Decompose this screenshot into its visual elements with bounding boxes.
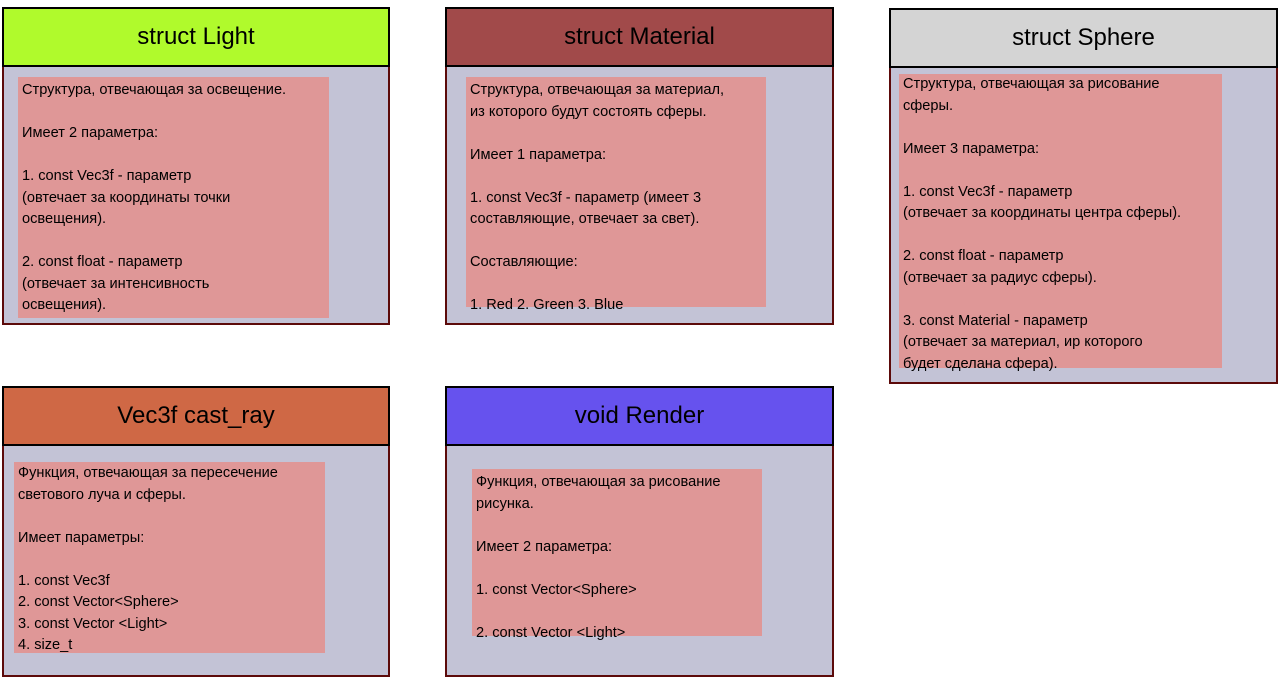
note-line: 3. const Material - параметр (отвечает з… [903,312,1143,372]
card-title-castray: Vec3f cast_ray [117,402,275,429]
card-header-castray: Vec3f cast_ray [2,386,390,446]
card-struct-sphere: struct Sphere Структура, отвечающая за р… [889,8,1278,384]
card-title-render: void Render [574,402,705,429]
card-header-light: struct Light [2,7,390,67]
note-line: Имеет 2 параметра: [476,538,613,555]
note-line: 1. const Vec3f 2. const Vector<Sphere> 3… [18,572,179,654]
note-line: 2. const float - параметр (отвечает за и… [22,254,210,313]
note-line: 1. Red 2. Green 3. Blue [470,297,624,313]
note-sphere: Структура, отвечающая за рисование сферы… [899,74,1222,372]
note-line: Имеет 3 параметра: [903,140,1040,157]
note-line: Структура, отвечающая за освещение. [22,82,287,98]
card-body-castray: Функция, отвечающая за пересечение свето… [2,446,390,677]
note-castray: Функция, отвечающая за пересечение свето… [14,462,325,653]
card-struct-material: struct Material Структура, отвечающая за… [445,7,834,325]
note-line: 1. const Vec3f - параметр (овтечает за к… [22,168,231,227]
note-line: Имеет 2 параметра: [22,125,159,141]
card-title-light: struct Light [137,23,255,50]
note-line: 2. const float - параметр (отвечает за р… [903,248,1097,286]
note-line: Функция, отвечающая за пересечение свето… [18,465,278,503]
note-material: Структура, отвечающая за материал, из ко… [466,77,766,313]
card-header-render: void Render [445,386,834,446]
card-cast-ray: Vec3f cast_ray Функция, отвечающая за пе… [2,386,390,677]
note-line: 1. const Vec3f - параметр (отвечает за к… [903,183,1182,222]
note-line: 2. const Vector <Light> [476,624,626,641]
note-line: Функция, отвечающая за рисование рисунка… [476,474,721,512]
card-void-render: void Render Функция, отвечающая за рисов… [445,386,834,677]
note-line: Имеет параметры: [18,529,145,546]
card-body-sphere: Структура, отвечающая за рисование сферы… [889,68,1278,384]
note-line: Составляющие: [470,254,578,270]
card-body-light: Структура, отвечающая за освещение. Имее… [2,67,390,325]
card-body-material: Структура, отвечающая за материал, из ко… [445,67,834,325]
card-struct-light: struct Light Структура, отвечающая за ос… [2,7,390,325]
note-line: 1. const Vector<Sphere> [476,581,637,598]
card-body-render: Функция, отвечающая за рисование рисунка… [445,446,834,677]
note-line: Структура, отвечающая за материал, из ко… [470,82,725,120]
card-header-sphere: struct Sphere [889,8,1278,68]
note-line: Имеет 1 параметра: [470,146,607,163]
note-line: 1. const Vec3f - параметр (имеет 3 соста… [470,189,702,228]
card-title-material: struct Material [564,23,715,50]
note-line: Структура, отвечающая за рисование сферы… [903,76,1160,114]
card-title-sphere: struct Sphere [1012,24,1155,51]
card-header-material: struct Material [445,7,834,67]
note-light: Структура, отвечающая за освещение. Имее… [18,77,329,318]
note-render: Функция, отвечающая за рисование рисунка… [472,469,762,641]
